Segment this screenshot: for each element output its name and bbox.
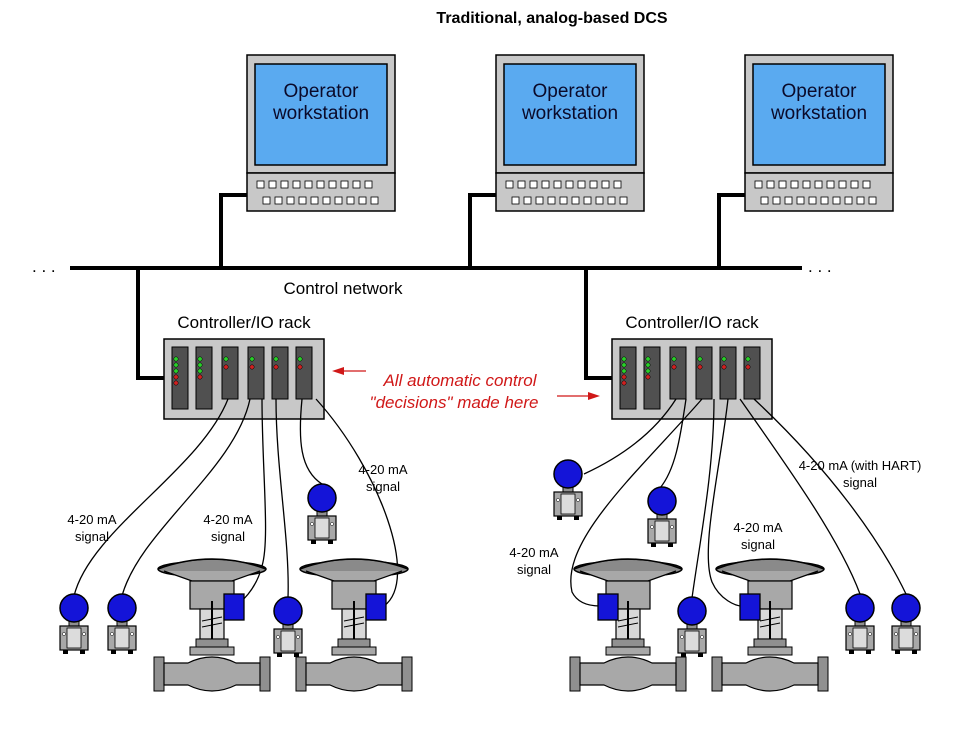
transmitter-icon <box>891 593 921 655</box>
workstation-label-line1: Operator <box>284 81 360 102</box>
svg-text:4-20 mA: 4-20 mA <box>358 462 407 477</box>
transmitter-icon <box>647 486 677 548</box>
transmitter-icon <box>553 459 583 521</box>
signal-label: 4-20 mA (with HART) signal <box>799 458 922 490</box>
svg-text:signal: signal <box>517 562 551 577</box>
rack-label-right: Controller/IO rack <box>625 313 759 332</box>
svg-text:signal: signal <box>75 529 109 544</box>
annotation-line1: All automatic control <box>382 371 537 390</box>
signal-label: 4-20 mA signal <box>358 462 407 494</box>
transmitter-icon <box>677 596 707 658</box>
rack-label-left: Controller/IO rack <box>177 313 311 332</box>
control-valve-icon <box>569 558 687 692</box>
signal-label: 4-20 mA signal <box>509 545 558 577</box>
operator-workstation-2: Operator workstation <box>495 54 645 212</box>
workstation-label-line2: workstation <box>770 103 867 124</box>
svg-text:4-20 mA: 4-20 mA <box>67 512 116 527</box>
control-valve-icon <box>711 558 829 692</box>
operator-workstation-1: Operator workstation <box>246 54 396 212</box>
workstation-label-line2: workstation <box>521 103 618 124</box>
operator-workstation-3: Operator workstation <box>744 54 894 212</box>
transmitter-icon <box>307 483 337 545</box>
network-label: Control network <box>283 279 403 298</box>
svg-text:signal: signal <box>843 475 877 490</box>
workstation-label-line2: workstation <box>272 103 369 124</box>
svg-text:4-20 mA: 4-20 mA <box>733 520 782 535</box>
transmitter-icon <box>845 593 875 655</box>
annotation-arrows <box>332 367 600 400</box>
control-valve-icon <box>153 558 271 692</box>
transmitter-icon <box>59 593 89 655</box>
control-network <box>70 193 802 380</box>
signal-label: 4-20 mA signal <box>67 512 116 544</box>
transmitter-icon <box>107 593 137 655</box>
diagram-title: Traditional, analog-based DCS <box>436 10 667 27</box>
svg-text:4-20 mA: 4-20 mA <box>509 545 558 560</box>
controller-rack-left <box>163 338 325 420</box>
controller-rack-right <box>611 338 773 420</box>
signal-label: 4-20 mA signal <box>733 520 782 552</box>
svg-text:signal: signal <box>741 537 775 552</box>
network-ellipsis-left: . . . <box>32 257 56 276</box>
svg-text:signal: signal <box>366 479 400 494</box>
transmitter-icon <box>273 596 303 658</box>
network-ellipsis-right: . . . <box>808 257 832 276</box>
signal-wires-right <box>570 398 907 607</box>
workstation-label-line1: Operator <box>782 81 858 102</box>
svg-text:4-20 mA: 4-20 mA <box>203 512 252 527</box>
signal-label: 4-20 mA signal <box>203 512 252 544</box>
svg-text:4-20 mA (with HART): 4-20 mA (with HART) <box>799 458 922 473</box>
workstation-label-line1: Operator <box>533 81 609 102</box>
annotation-line2: "decisions" made here <box>370 393 539 412</box>
svg-text:signal: signal <box>211 529 245 544</box>
control-valve-icon <box>295 558 413 692</box>
